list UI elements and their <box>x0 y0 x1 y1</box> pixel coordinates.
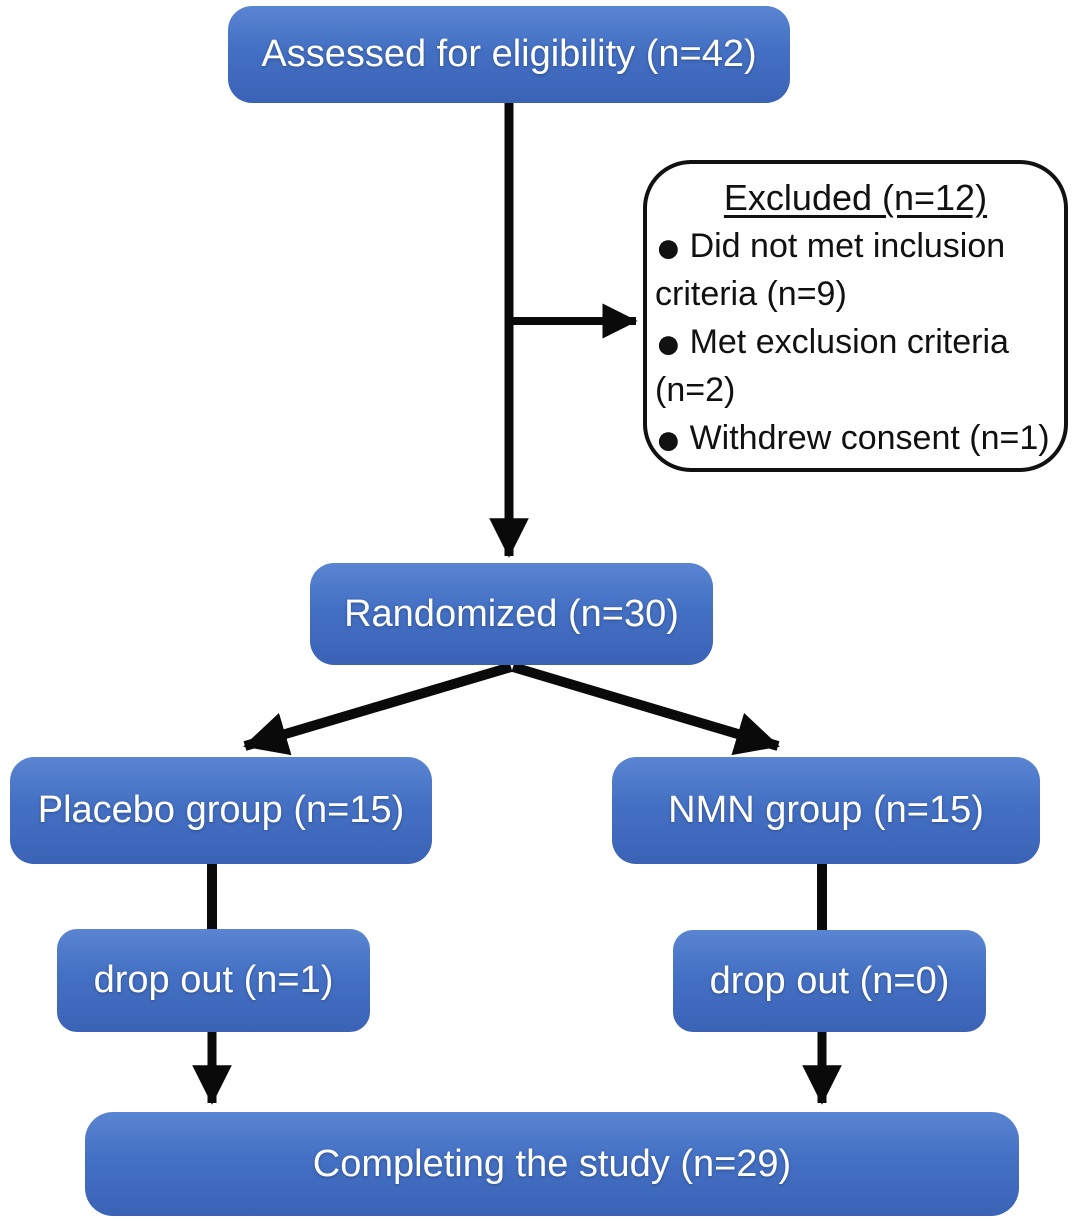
node-randomized: Randomized (n=30) <box>310 563 713 665</box>
node-completing-label: Completing the study (n=29) <box>312 1142 792 1185</box>
bullet-icon: ● <box>655 223 682 272</box>
arrow-randomized-to-placebo <box>243 662 513 756</box>
node-assessed-label: Assessed for eligibility (n=42) <box>261 33 757 75</box>
excluded-item-2-text: Met exclusion criteria (n=2) <box>655 323 1009 409</box>
node-nmn-group: NMN group (n=15) <box>612 757 1040 864</box>
node-dropout-nmn: drop out (n=0) <box>673 930 986 1032</box>
arrow-randomized-to-nmn <box>511 662 780 756</box>
node-randomized-label: Randomized (n=30) <box>344 592 679 635</box>
bullet-icon: ● <box>655 415 682 464</box>
node-assessed-for-eligibility: Assessed for eligibility (n=42) <box>228 6 790 103</box>
node-dropout-placebo: drop out (n=1) <box>57 929 370 1032</box>
node-placebo-group: Placebo group (n=15) <box>10 757 432 864</box>
excluded-item-3: ●Withdrew consent (n=1) <box>655 414 1056 462</box>
excluded-title: Excluded (n=12) <box>723 177 988 218</box>
node-completing-study: Completing the study (n=29) <box>85 1112 1019 1216</box>
excluded-item-3-text: Withdrew consent (n=1) <box>689 419 1050 457</box>
node-dropout-nmn-label: drop out (n=0) <box>709 959 950 1002</box>
node-excluded: Excluded (n=12) ●Did not met inclusion c… <box>643 160 1068 472</box>
excluded-item-2: ●Met exclusion criteria (n=2) <box>655 318 1056 414</box>
node-nmn-label: NMN group (n=15) <box>668 789 984 831</box>
excluded-item-1-text: Did not met inclusion criteria (n=9) <box>655 227 1006 313</box>
node-dropout-placebo-label: drop out (n=1) <box>93 959 334 1001</box>
bullet-icon: ● <box>655 319 682 368</box>
excluded-item-1: ●Did not met inclusion criteria (n=9) <box>655 222 1056 318</box>
node-placebo-label: Placebo group (n=15) <box>37 789 405 831</box>
